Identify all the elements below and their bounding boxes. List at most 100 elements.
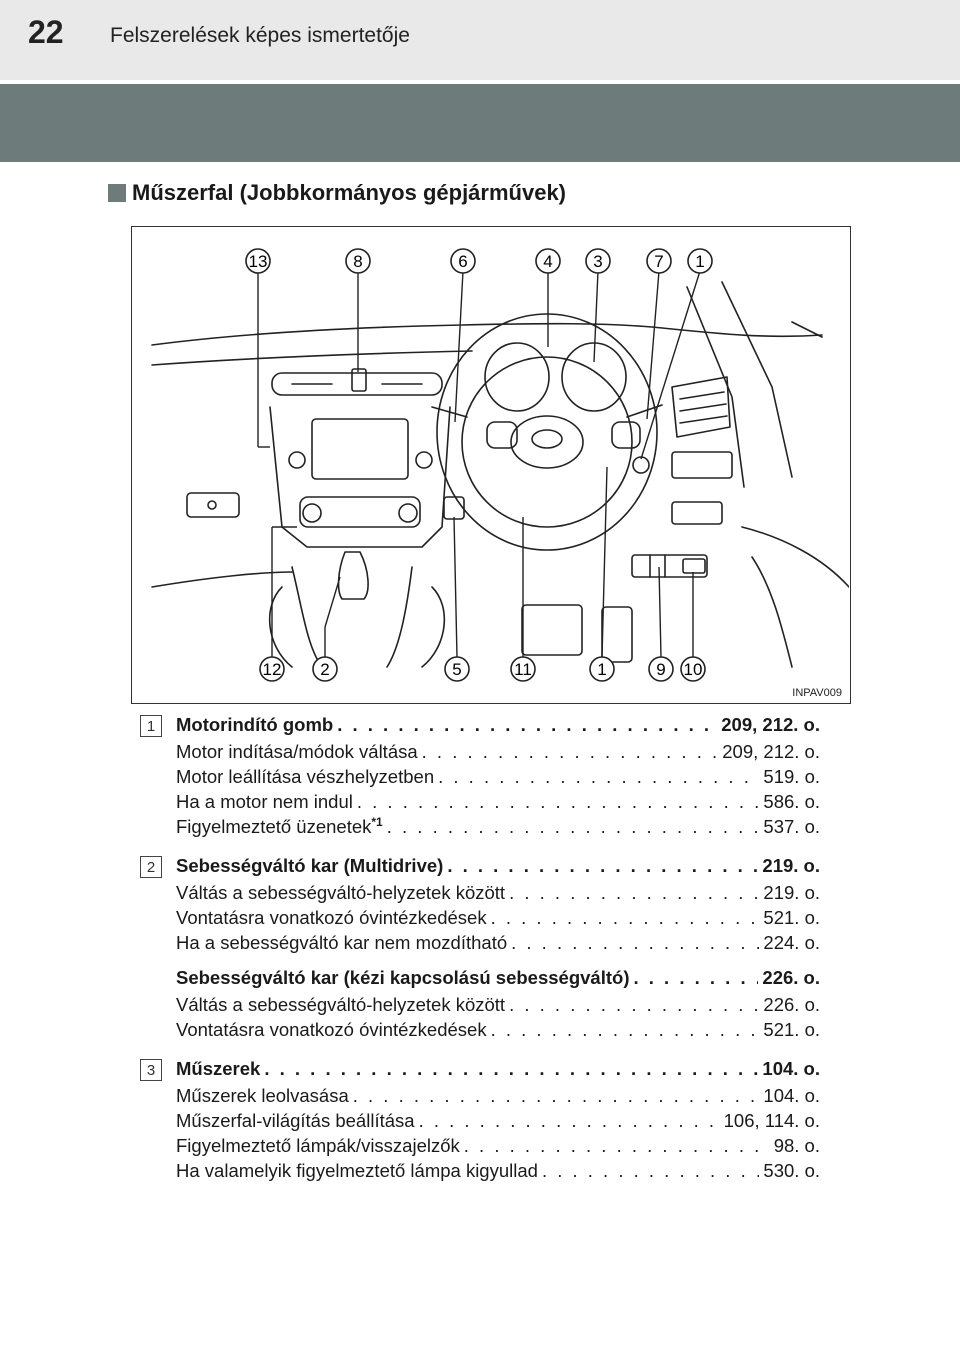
hazard-switch (351, 368, 367, 392)
callout-label: 12 (263, 660, 282, 679)
leader-dots: . . . . . . . . . . . . . . . . . . . . … (541, 1160, 759, 1181)
footnote-marker: *1 (371, 814, 383, 829)
page-ref: 219. o. (762, 855, 820, 876)
entry-group: Műszerek . . . . . . . . . . . . . . . .… (176, 1056, 820, 1183)
dashboard-top-line (151, 322, 823, 346)
emblem-icon (531, 429, 563, 449)
page-ref: 209, 212. o. (722, 741, 820, 762)
switch-panel-lower (631, 554, 708, 578)
callout-label: 6 (458, 252, 467, 271)
callout-label: 11 (514, 660, 532, 679)
item-text: Motor indítása/módok váltása (176, 741, 418, 762)
item-text: Ha a motor nem indul (176, 791, 353, 812)
callout-9: 9 (648, 656, 674, 682)
seat-right (421, 586, 446, 668)
page-number: 22 (28, 14, 64, 50)
callout-label: 4 (543, 252, 552, 271)
callout-label: 13 (249, 252, 268, 271)
leader-dots: . . . . . . . . . . . . . . . . . . . . … (438, 766, 759, 787)
leader-dots: . . . . . . . . . . . . . . . . . . . . … (386, 816, 760, 837)
climate-knob-left (302, 503, 322, 523)
item-text: Ha a sebességváltó kar nem mozdítható (176, 932, 508, 953)
entry-number-badge: 2 (140, 856, 162, 878)
callout-7: 7 (646, 248, 672, 274)
steering-buttons-left (486, 421, 518, 449)
item-text: Ha valamelyik figyelmeztető lámpa kigyul… (176, 1160, 538, 1181)
entry-item: Műszerfal-világítás beállítása . . . . .… (176, 1108, 820, 1133)
header-band (0, 84, 960, 162)
entry-group: Sebességváltó kar (kézi kapcsolású sebes… (176, 965, 820, 1042)
callout-label: 1 (597, 660, 606, 679)
callout-11: 11 (510, 656, 536, 682)
leader-dots: . . . . . . . . . . . . . . . . . . . . … (509, 994, 759, 1015)
sub-heading: Műszerfal (Jobbkormányos gépjárművek) (108, 180, 566, 206)
leader-dots: . . . . . . . . . . . . . . . . . . . . … (463, 1135, 770, 1156)
display-screen (311, 418, 409, 480)
item-text: Vontatásra vonatkozó óvintézkedések (176, 907, 487, 928)
leader-dots: . . . . . . . . . . . . . . . . . . . . … (264, 1058, 758, 1079)
gear-lever (337, 551, 369, 600)
seat-left (268, 586, 293, 668)
callout-8: 8 (345, 248, 371, 274)
entry-item: Műszerek leolvasása . . . . . . . . . . … (176, 1083, 820, 1108)
leader-dots: . . . . . . . . . . . . . . . . . . . . … (356, 791, 760, 812)
steering-wheel (436, 313, 658, 551)
callout-1-bottom: 1 (589, 656, 615, 682)
item-text: Műszerek leolvasása (176, 1085, 349, 1106)
leader-dots: . . . . . . . . . . . . . . . . . . . . … (509, 882, 759, 903)
callout-label: 9 (656, 660, 665, 679)
steering-buttons-right (611, 421, 641, 449)
callout-label: 7 (654, 252, 663, 271)
figure-code: INPAV009 (792, 687, 842, 699)
entry-3: 3 Műszerek . . . . . . . . . . . . . . .… (140, 1056, 820, 1183)
entry-title: Sebességváltó kar (Multidrive) (176, 855, 444, 876)
leader-dots: . . . . . . . . . . . . . . . . . . . . … (447, 855, 758, 876)
page-ref: 226. o. (763, 994, 820, 1015)
callout-2: 2 (312, 656, 338, 682)
entry-item: Váltás a sebességváltó-helyzetek között … (176, 992, 820, 1017)
leader-lines (257, 270, 701, 658)
leader-dots: . . . . . . . . . . . . . . . . . . . . … (421, 741, 719, 762)
page-ref: 519. o. (763, 766, 820, 787)
item-text: Figyelmeztető üzenetek (176, 816, 372, 837)
leader-dots: . . . . . . . . . . . . . . . . . . . . … (418, 1110, 720, 1131)
leader-dots: . . . . . . . . . . . . . . . . . . . . … (490, 907, 760, 928)
left-knob (288, 451, 306, 469)
entry-1: 1 Motorindító gomb . . . . . . . . . . .… (140, 712, 820, 839)
climate-panel (299, 496, 421, 528)
page-ref: 226. o. (762, 967, 820, 988)
page-ref: 98. o. (773, 1135, 820, 1156)
callout-12: 12 (259, 656, 285, 682)
entry-heading: Sebességváltó kar (Multidrive) . . . . .… (176, 853, 820, 878)
callout-label: 5 (452, 660, 461, 679)
page-ref: 104. o. (763, 1085, 820, 1106)
entry-item: Váltás a sebességváltó-helyzetek között … (176, 880, 820, 905)
accelerator-pedal (601, 606, 633, 663)
item-text: Váltás a sebességváltó-helyzetek között (176, 994, 506, 1015)
right-pillar (686, 281, 823, 488)
page-ref: 106, 114. o. (723, 1110, 820, 1131)
entry-list: 1 Motorindító gomb . . . . . . . . . . .… (140, 712, 820, 1197)
entry-heading: Műszerek . . . . . . . . . . . . . . . .… (176, 1056, 820, 1081)
callout-label: 3 (593, 252, 602, 271)
leader-dots: . . . . . . . . . . . . . . . . . . . . … (633, 967, 758, 988)
page-ref: 209, 212. o. (721, 714, 820, 735)
leader-dots: . . . . . . . . . . . . . . . . . . . . … (352, 1085, 760, 1106)
item-text: Motor leállítása vészhelyzetben (176, 766, 435, 787)
entry-item: Ha a motor nem indul . . . . . . . . . .… (176, 789, 820, 814)
callout-5: 5 (444, 656, 470, 682)
callout-label: 2 (320, 660, 329, 679)
leader-dots: . . . . . . . . . . . . . . . . . . . . … (511, 932, 759, 953)
callout-1-top: 1 (687, 248, 713, 274)
entry-title: Műszerek (176, 1058, 261, 1079)
entry-item: Figyelmeztető lámpák/visszajelzők . . . … (176, 1133, 820, 1158)
callout-label: 1 (695, 252, 704, 271)
center-stack (269, 406, 451, 548)
callout-13: 13 (245, 248, 271, 274)
leader-dots: . . . . . . . . . . . . . . . . . . . . … (337, 714, 717, 735)
page-ref: 537. o. (763, 816, 820, 837)
entry-item: Vontatásra vonatkozó óvintézkedések . . … (176, 905, 820, 930)
callout-label: 8 (353, 252, 362, 271)
entry-item: Ha a sebességváltó kar nem mozdítható . … (176, 930, 820, 955)
console-tunnel (291, 566, 413, 668)
